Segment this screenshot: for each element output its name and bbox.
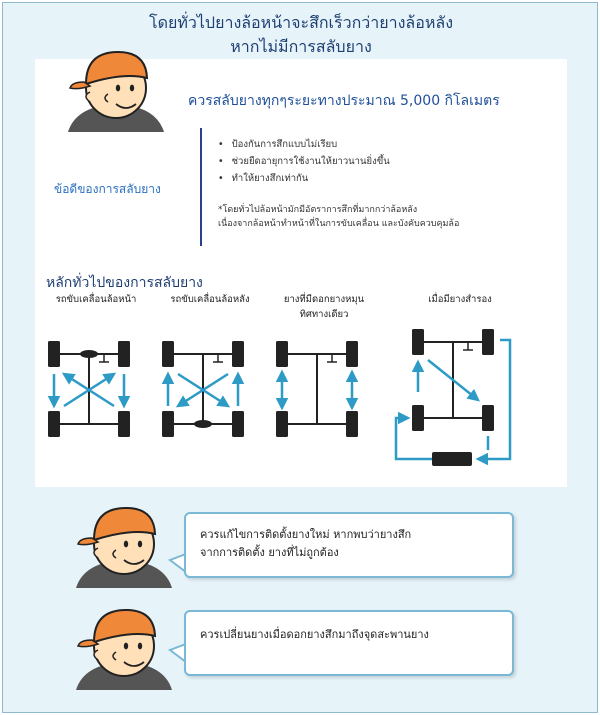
title-line-2: หากไม่มีการสลับยาง <box>230 37 372 56</box>
benefit-item: ช่วยยืดอายุการใช้งานให้ยาวนานยิ่งขึ้น <box>218 154 390 169</box>
mascot-avatar-2 <box>75 507 173 589</box>
diagram-label-front-wheel-drive: รถขับเคลื่อนล้อหน้า <box>55 294 137 305</box>
mascot-avatar-3 <box>75 609 173 691</box>
benefits-note-line-1: *โดยทั่วไปล้อหน้ามักมีอัตราการสึกที่มากก… <box>218 205 418 215</box>
diagram-directional-tires <box>275 341 359 437</box>
principles-title: หลักทั่วไปของการสลับยาง <box>46 275 203 291</box>
benefits-label: ข้อดีของการสลับยาง <box>54 182 161 196</box>
diagram-front-wheel-drive <box>47 341 131 437</box>
benefits-note-line-2: เนื่องจากล้อหน้าทำหน้าที่ในการขับเคลื่อน… <box>218 219 460 229</box>
speech-bubble-2: ควรเปลี่ยนยางเมื่อดอกยางสึกมาถึงจุดสะพาน… <box>184 610 514 676</box>
diagram-label-with-spare-tire: เมื่อมียางสำรอง <box>428 294 492 305</box>
diagram-label-directional-tires: ยางที่มีดอกยางหมุน ทิศทางเดียว <box>283 294 365 320</box>
mascot-avatar <box>67 51 165 133</box>
bubble-1-text: ควรแก้ไขการติดตั้งยางใหม่ หากพบว่ายางสึก… <box>200 528 412 559</box>
diagram-label-rear-wheel-drive: รถขับเคลื่อนล้อหลัง <box>170 294 250 305</box>
bubble-2-text: ควรเปลี่ยนยางเมื่อดอกยางสึกมาถึงจุดสะพาน… <box>200 628 429 641</box>
diagram-with-spare-tire <box>394 329 512 466</box>
speech-bubble-1: ควรแก้ไขการติดตั้งยางใหม่ หากพบว่ายางสึก… <box>184 512 514 578</box>
title-line-1: โดยทั่วไปยางล้อหน้าจะสึกเร็วกว่ายางล้อหล… <box>148 13 454 32</box>
diagram-rear-wheel-drive <box>161 341 245 437</box>
benefit-item: ป้องกันการสึกแบบไม่เรียบ <box>218 137 338 152</box>
rotation-advice: ควรสลับยางทุกๆระยะทางประมาณ 5,000 กิโลเม… <box>188 93 500 109</box>
page-title: โดยทั่วไปยางล้อหน้าจะสึกเร็วกว่ายางล้อหล… <box>3 11 599 59</box>
benefits-divider <box>200 128 202 246</box>
benefit-item: ทำให้ยางสึกเท่ากัน <box>218 171 309 186</box>
